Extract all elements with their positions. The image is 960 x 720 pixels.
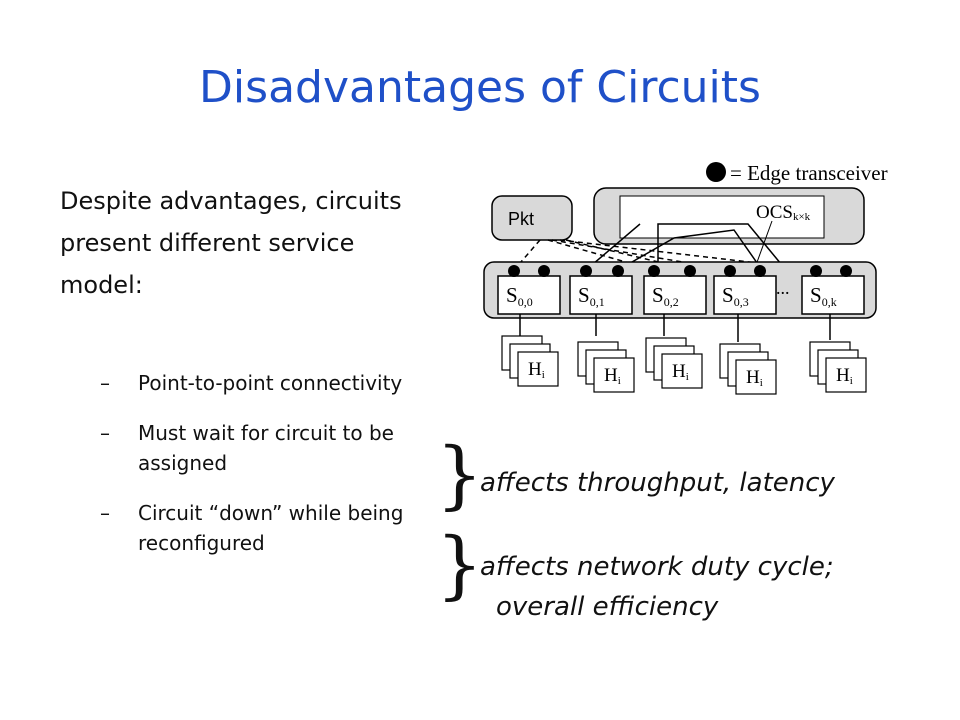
bullet-text: Circuit “down” while being reconfigured <box>138 501 404 555</box>
host-subscript: i <box>760 377 763 389</box>
switch-label: S0,0 <box>506 283 533 309</box>
pkt-link <box>513 239 541 271</box>
host-stack-0: Hi <box>501 335 559 387</box>
host-subscript: i <box>618 375 621 387</box>
switch-box <box>497 275 561 315</box>
switch-box <box>569 275 633 315</box>
switch-subscript: 0,k <box>822 295 837 309</box>
edge-switch-0: S0,0 <box>497 275 561 315</box>
switch-label: S0,k <box>810 283 837 309</box>
bullet-item: – Circuit “down” while being reconfigured <box>100 498 440 558</box>
transceiver-dot <box>684 265 696 277</box>
host-stack-1: Hi <box>577 341 635 393</box>
pkt-link <box>551 239 731 271</box>
switch-letter: S <box>578 283 590 307</box>
switch-label: S0,2 <box>652 283 679 309</box>
pkt-label: Pkt <box>508 209 534 229</box>
switch-box <box>801 275 865 315</box>
edge-switch-2: S0,2 <box>643 275 707 315</box>
switch-letter: S <box>506 283 518 307</box>
pkt-switch-box <box>491 195 573 241</box>
note-duty-cycle: affects network duty cycle; <box>480 552 834 582</box>
host-stack-2: Hi <box>645 337 703 389</box>
switch-letter: S <box>722 283 734 307</box>
intro-text: Despite advantages, circuits present dif… <box>60 187 402 299</box>
host-letter: H <box>672 361 686 382</box>
transceiver-dot <box>580 265 592 277</box>
ocs-label: OCSk×k <box>756 202 811 223</box>
ocs-label-main: OCS <box>756 202 793 223</box>
switch-subscript: 0,1 <box>590 295 605 309</box>
switch-box <box>713 275 777 315</box>
host-letter: H <box>528 359 542 380</box>
note-efficiency: overall efficiency <box>496 592 719 622</box>
switch-subscript: 0,3 <box>734 295 749 309</box>
switch-label: S0,3 <box>722 283 749 309</box>
bullet-marker: – <box>100 371 110 395</box>
brace-1: } <box>436 432 484 518</box>
host-label: Hi <box>604 365 621 387</box>
transceiver-dot <box>538 265 550 277</box>
host-label: Hi <box>746 367 763 389</box>
switch-letter: S <box>810 283 822 307</box>
host-subscript: i <box>686 371 689 383</box>
edge-switch-k: S0,k <box>801 275 865 315</box>
ocs-subscript: k×k <box>793 211 811 223</box>
legend-transceiver-dot <box>706 162 726 182</box>
brace-2: } <box>436 522 484 608</box>
edge-switch-3: S0,3 <box>713 275 777 315</box>
bullet-text: Point-to-point connectivity <box>138 371 403 395</box>
bullet-item: – Point-to-point connectivity <box>100 368 440 398</box>
host-label: Hi <box>528 359 545 381</box>
transceiver-dot <box>724 265 736 277</box>
transceiver-dot <box>648 265 660 277</box>
transceiver-dot <box>754 265 766 277</box>
switch-letter: S <box>652 283 664 307</box>
host-label: Hi <box>672 361 689 383</box>
switch-subscript: 0,0 <box>518 295 533 309</box>
pkt-link <box>565 239 693 271</box>
switch-box <box>643 275 707 315</box>
switch-label: S0,1 <box>578 283 605 309</box>
transceiver-dot <box>612 265 624 277</box>
host-letter: H <box>746 367 760 388</box>
switch-ellipsis: ... <box>776 278 790 298</box>
host-label: Hi <box>836 365 853 387</box>
edge-switch-1: S0,1 <box>569 275 633 315</box>
host-subscript: i <box>542 369 545 381</box>
slide-title: Disadvantages of Circuits <box>199 62 761 113</box>
ocs-wire <box>617 229 763 271</box>
host-letter: H <box>836 365 850 386</box>
transceiver-dot <box>810 265 822 277</box>
note-throughput: affects throughput, latency <box>480 468 835 498</box>
bullet-list: – Point-to-point connectivity – Must wait … <box>100 368 440 578</box>
bullet-item: – Must wait for circuit to be assigned <box>100 418 440 478</box>
transceiver-dots <box>508 265 852 277</box>
bullet-text: Must wait for circuit to be assigned <box>138 421 394 475</box>
legend-label: = Edge transceiver <box>730 161 888 185</box>
bullet-marker: – <box>100 501 110 525</box>
bullet-marker: – <box>100 421 110 445</box>
host-stack-k: Hi <box>809 341 867 393</box>
host-letter: H <box>604 365 618 386</box>
transceiver-dot <box>840 265 852 277</box>
switch-subscript: 0,2 <box>664 295 679 309</box>
transceiver-dot <box>508 265 520 277</box>
host-subscript: i <box>850 375 853 387</box>
host-stack-3: Hi <box>719 343 777 395</box>
